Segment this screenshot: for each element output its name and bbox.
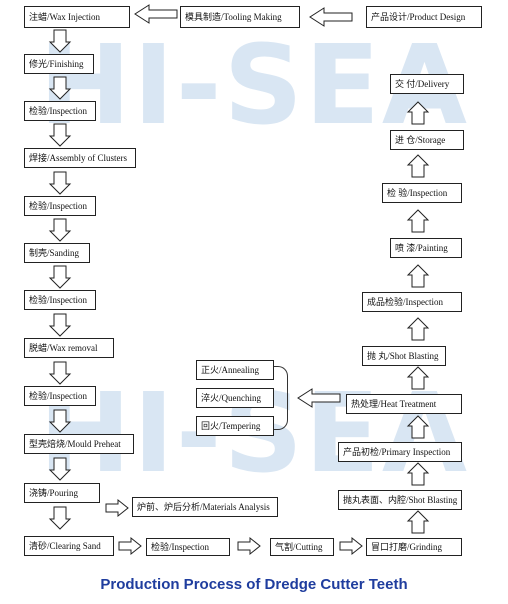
arrow-down-1 — [49, 29, 71, 53]
arrow-down-4 — [49, 171, 71, 195]
node-shot-blasting-2: 抛丸表面、内腔/Shot Blasting — [338, 490, 462, 510]
node-inspection-4: 检验/Inspection — [24, 386, 96, 406]
node-finishing: 修光/Finishing — [24, 54, 94, 74]
arrow-down-11 — [49, 506, 71, 530]
node-product-design: 产品设计/Product Design — [366, 6, 482, 28]
arrow-right-analysis — [105, 499, 129, 517]
node-grinding: 冒口打磨/Grinding — [366, 538, 462, 556]
node-inspection-2: 检验/Inspection — [24, 196, 96, 216]
arrow-down-8 — [49, 361, 71, 385]
arrow-down-7 — [49, 313, 71, 337]
arrow-up-5 — [407, 317, 429, 341]
arrow-up-8 — [407, 154, 429, 178]
node-pouring: 浇铸/Pouring — [24, 483, 100, 503]
arrow-down-5 — [49, 218, 71, 242]
arrow-left-1 — [134, 4, 178, 24]
node-final-inspection: 成品检验/Inspection — [362, 292, 462, 312]
arrow-up-3 — [407, 415, 429, 439]
heat-options-bracket — [262, 366, 288, 430]
arrow-up-6 — [407, 264, 429, 288]
arrow-up-9 — [407, 101, 429, 125]
node-sanding: 制壳/Sanding — [24, 243, 90, 263]
node-wax-injection: 注蜡/Wax Injection — [24, 6, 130, 28]
diagram-caption: Production Process of Dredge Cutter Teet… — [100, 576, 408, 593]
arrow-left-heat — [297, 388, 341, 408]
arrow-down-3 — [49, 123, 71, 147]
node-tempering: 回火/Tempering — [196, 416, 274, 436]
node-quenching: 淬火/Quenching — [196, 388, 274, 408]
node-wax-removal: 脱蜡/Wax removal — [24, 338, 114, 358]
node-primary-inspection: 产品初检/Primary Inspection — [338, 442, 462, 462]
arrow-down-9 — [49, 409, 71, 433]
arrow-up-2 — [407, 462, 429, 486]
arrow-up-7 — [407, 209, 429, 233]
node-painting: 喷 漆/Painting — [390, 238, 462, 258]
arrow-right-3 — [339, 537, 363, 555]
node-annealing: 正火/Annealing — [196, 360, 274, 380]
node-tooling-making: 模具制造/Tooling Making — [180, 6, 300, 28]
node-clearing-sand: 清砂/Clearing Sand — [24, 536, 114, 556]
arrow-up-4 — [407, 366, 429, 390]
arrow-right-1 — [118, 537, 142, 555]
node-storage: 进 仓/Storage — [390, 130, 464, 150]
arrow-right-2 — [237, 537, 261, 555]
node-inspection-6: 检 验/Inspection — [382, 183, 462, 203]
arrow-up-1 — [407, 510, 429, 534]
arrow-down-10 — [49, 457, 71, 481]
arrow-down-2 — [49, 76, 71, 100]
node-delivery: 交 付/Delivery — [390, 74, 464, 94]
node-materials-analysis: 炉前、炉后分析/Materials Analysis — [132, 497, 278, 517]
node-cutting: 气割/Cutting — [270, 538, 334, 556]
node-shot-blasting-1: 抛 丸/Shot Blasting — [362, 346, 446, 366]
node-assembly: 焊接/Assembly of Clusters — [24, 148, 136, 168]
node-inspection-5: 检验/Inspection — [146, 538, 230, 556]
node-heat-treatment: 热处理/Heat Treatment — [346, 394, 462, 414]
node-inspection-3: 检验/Inspection — [24, 290, 96, 310]
node-inspection-1: 检验/Inspection — [24, 101, 96, 121]
arrow-left-2 — [309, 7, 353, 27]
node-mould-preheat: 型壳焙烧/Mould Preheat — [24, 434, 134, 454]
arrow-down-6 — [49, 265, 71, 289]
